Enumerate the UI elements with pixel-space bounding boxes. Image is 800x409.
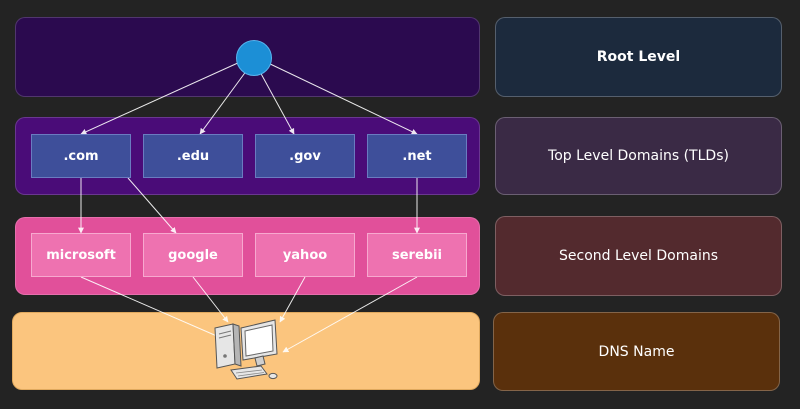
sld-node-google: google: [143, 233, 243, 277]
tld-level-label: Top Level Domains (TLDs): [495, 117, 782, 195]
sld-level-label: Second Level Domains: [495, 216, 782, 296]
sld-node-microsoft: microsoft: [31, 233, 131, 277]
tld-node-net: .net: [367, 134, 467, 178]
dns-name-label: DNS Name: [493, 312, 780, 391]
root-node: [236, 40, 272, 76]
computer-icon: [214, 319, 278, 380]
root-level-label: Root Level: [495, 17, 782, 97]
sld-node-yahoo: yahoo: [255, 233, 355, 277]
tld-node-com: .com: [31, 134, 131, 178]
tld-node-gov: .gov: [255, 134, 355, 178]
sld-node-serebii: serebii: [367, 233, 467, 277]
tld-node-edu: .edu: [143, 134, 243, 178]
